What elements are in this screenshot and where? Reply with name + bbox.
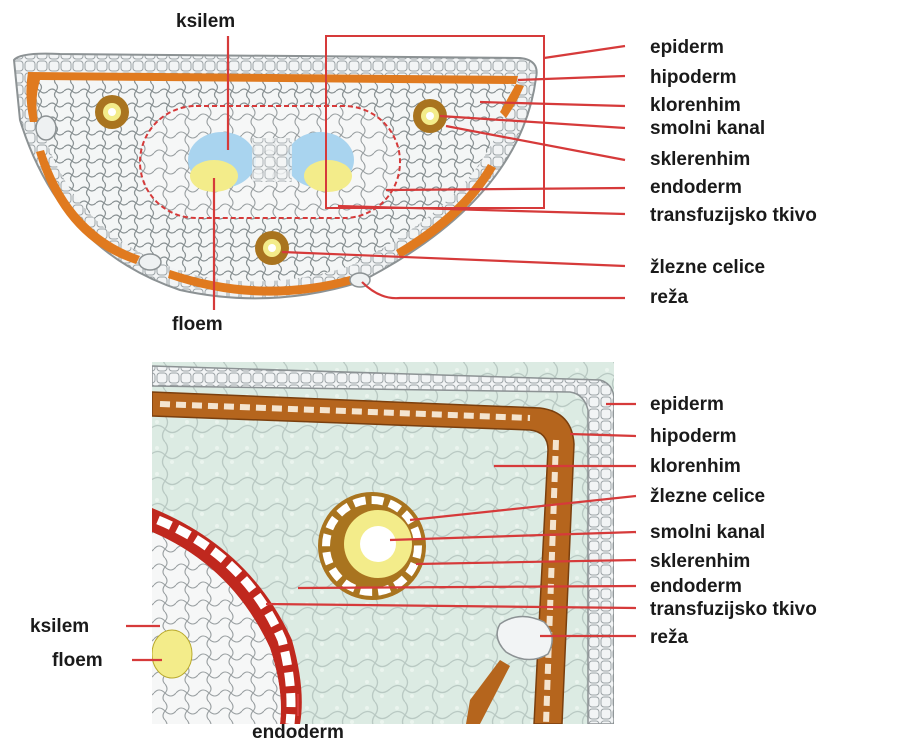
- bottom-diagram: epiderm hipoderm klorenhim žlezne celice…: [30, 362, 817, 743]
- leader-top-reza: [362, 282, 625, 298]
- bot-label-reza: reža: [650, 627, 688, 648]
- top-stoma-bottom-right: [350, 273, 370, 287]
- top-label-transfuzijsko-tkivo: transfuzijsko tkivo: [650, 205, 817, 226]
- top-label-ksilem: ksilem: [176, 11, 235, 32]
- top-label-hipoderm: hipoderm: [650, 67, 737, 88]
- top-label-epiderm: epiderm: [650, 37, 724, 58]
- top-stoma-left: [36, 116, 56, 140]
- top-label-floem: floem: [172, 314, 223, 335]
- bot-label-endoderm-bottom: endoderm: [252, 722, 344, 743]
- bot-label-smolni-kanal: smolni kanal: [650, 522, 765, 543]
- top-label-sklerenhim: sklerenhim: [650, 149, 750, 170]
- top-label-klorenhim: klorenhim: [650, 95, 741, 116]
- top-resin-duct-bottom: [255, 231, 289, 265]
- bot-label-endoderm: endoderm: [650, 576, 742, 597]
- bot-label-transfuzijsko-tkivo: transfuzijsko tkivo: [650, 599, 817, 620]
- top-label-endoderm: endoderm: [650, 177, 742, 198]
- bottom-resin-duct: [318, 492, 426, 600]
- top-central-cells: [252, 138, 292, 182]
- top-phloem-right: [304, 160, 352, 192]
- bot-label-sklerenhim: sklerenhim: [650, 551, 750, 572]
- top-resin-duct-left: [95, 95, 129, 129]
- top-label-reza: reža: [650, 287, 688, 308]
- leader-top-epiderm: [544, 46, 625, 58]
- bot-label-ksilem: ksilem: [30, 616, 89, 637]
- bottom-phloem: [152, 630, 192, 678]
- top-stoma-bottom: [139, 254, 161, 270]
- bot-label-epiderm: epiderm: [650, 394, 724, 415]
- bot-label-klorenhim: klorenhim: [650, 456, 741, 477]
- bot-label-zlezne-celice: žlezne celice: [650, 486, 765, 507]
- top-diagram: ksilem floem epiderm hipoderm klorenhim …: [14, 11, 817, 335]
- bot-label-floem: floem: [52, 650, 103, 671]
- top-label-zlezne-celice: žlezne celice: [650, 257, 765, 278]
- top-label-smolni-kanal: smolni kanal: [650, 118, 765, 139]
- bot-label-hipoderm: hipoderm: [650, 426, 737, 447]
